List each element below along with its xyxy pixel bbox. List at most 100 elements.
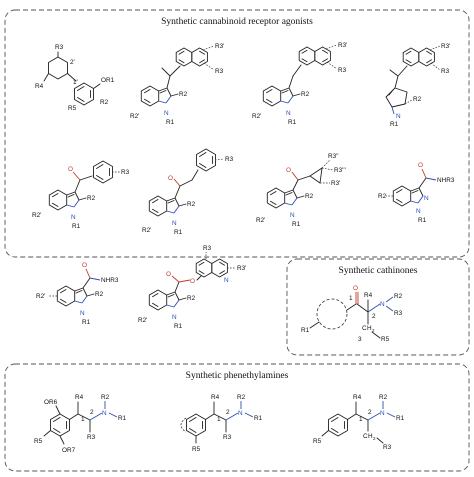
label-n2: N: [424, 195, 429, 202]
benzene-ring: [93, 160, 113, 184]
label-r1: R1: [72, 223, 81, 230]
label-r2prime: R2': [36, 293, 45, 300]
benzene-ring: [186, 413, 206, 437]
phenethylamine-structure-3: R5 R4 1 2 C H 2 R3 N R2 R1: [313, 394, 405, 451]
cyclopropane-ring: [309, 167, 323, 184]
label-n: N: [172, 314, 177, 321]
label-n-quinoline: N: [224, 277, 229, 284]
label-r1: R1: [390, 121, 399, 128]
label-ch2-c: C: [363, 433, 368, 440]
label-r3: R3: [338, 67, 347, 74]
cannabinoid-structure-10: O O N R3 R3' R2' R2 N R1: [138, 245, 246, 330]
indole-core: [56, 285, 88, 307]
cannabinoid-structure-6: O R3 R2' R2 N R1: [142, 148, 234, 236]
cathinones-panel-title: Synthetic cathinones: [339, 266, 418, 276]
indazole-core: [392, 185, 424, 207]
label-r3: R3: [203, 245, 212, 252]
label-r5: R5: [381, 336, 390, 343]
label-r2: R2: [101, 394, 110, 401]
benzene-ring: [328, 413, 348, 437]
label-pos1: 1: [359, 416, 363, 423]
label-r5: R5: [68, 105, 77, 112]
cannabinoid-structure-9: O NHR3 R2' R2 N R1: [36, 262, 119, 326]
cathinones-panel-border: [286, 258, 470, 356]
label-or7: OR7: [62, 447, 76, 454]
label-1prime: 1': [73, 79, 78, 86]
indole-core: [48, 189, 80, 211]
label-n: N: [286, 110, 291, 117]
label-r2: R2: [237, 394, 246, 401]
cannabinoid-structure-2: R3' R3 R2' R2 N R1: [130, 43, 224, 126]
label-r1: R1: [174, 229, 183, 236]
pyrrole-ring: [385, 87, 408, 108]
phenethylamine-structure-2: R5 R4 1 2 R3 N R2 R1: [180, 394, 263, 453]
label-o-carbonyl: O: [166, 271, 171, 278]
label-o: O: [68, 166, 73, 173]
label-n: N: [172, 220, 177, 227]
label-r1: R1: [418, 217, 427, 224]
label-n: N: [290, 212, 295, 219]
label-nhr3: NHR3: [437, 177, 455, 184]
indole-core: [148, 289, 180, 311]
label-r1: R1: [288, 119, 297, 126]
cannabinoid-panel-title: Synthetic cannabinoid receptor agonists: [161, 17, 313, 27]
label-n: N: [238, 410, 243, 417]
phenethylamines-panel-title: Synthetic phenethylamines: [186, 371, 289, 381]
label-r5: R5: [313, 438, 322, 445]
label-r5: R5: [34, 438, 43, 445]
label-r3: R3: [383, 444, 392, 451]
label-r2prime: R2': [252, 113, 261, 120]
label-r1: R1: [301, 327, 310, 334]
cyclohexane-ring: [48, 56, 68, 80]
label-pos1: 1: [217, 416, 221, 423]
label-r5: R5: [192, 446, 201, 453]
label-o: O: [286, 167, 291, 174]
label-o: O: [418, 162, 423, 169]
label-ch2-sub: 2: [373, 436, 376, 441]
label-o-ester: O: [190, 278, 195, 285]
cannabinoid-structure-5: O R3 R2' R2 N R1: [32, 160, 130, 230]
cannabinoid-structure-7: O R3'' R3''' R3' R2' R2 N R1: [256, 153, 346, 228]
quinoline-ring: [195, 258, 228, 278]
label-or6: OR6: [44, 399, 58, 406]
naphthalene-ring: [175, 47, 208, 67]
label-n: N: [396, 113, 401, 120]
label-r2: R2: [379, 394, 388, 401]
label-ch2-h: H: [368, 433, 373, 440]
label-r3tripleprime: R3''': [334, 167, 346, 174]
label-o: O: [353, 285, 358, 292]
indole-core: [262, 85, 294, 107]
benzene-ring: [74, 82, 94, 106]
label-r3prime: R3': [338, 42, 347, 49]
label-r2prime: R2': [130, 113, 139, 120]
label-r2: R2: [100, 99, 109, 106]
label-ch2-h: H: [367, 325, 372, 332]
label-r3: R3: [225, 156, 234, 163]
label-r2: R2: [95, 291, 104, 298]
label-n1: N: [416, 208, 421, 215]
phenethylamine-structure-1: OR6 OR7 R5 R4 1 2 R3 N R2 R1: [34, 394, 127, 454]
label-n: N: [80, 310, 85, 317]
label-r2: R2: [301, 91, 310, 98]
label-r3: R3: [394, 310, 403, 317]
label-r2: R2: [87, 195, 96, 202]
indole-core: [148, 195, 180, 217]
cannabinoid-structure-3: R3' R3 R2' R2 N R1: [252, 42, 347, 126]
label-o: O: [82, 262, 87, 269]
label-pos2: 2: [368, 409, 372, 416]
label-r1: R1: [118, 415, 127, 422]
indole-core: [266, 187, 298, 209]
benzene-ring: [196, 148, 216, 172]
label-r3: R3: [215, 68, 224, 75]
label-r2: R2: [305, 193, 314, 200]
label-pos3: 3: [358, 336, 362, 343]
label-pos1: 1: [81, 416, 85, 423]
label-n: N: [102, 410, 107, 417]
label-r4: R4: [35, 83, 44, 90]
label-pos2: 2: [372, 313, 376, 320]
label-r3: R3: [441, 68, 450, 75]
label-r2: R2: [394, 293, 403, 300]
cannabinoid-structure-4: R3' R3 R2 N R1: [385, 43, 450, 128]
cannabinoid-structure-8: O NHR3 R2 N N R1: [378, 162, 455, 224]
label-r1: R1: [396, 415, 405, 422]
